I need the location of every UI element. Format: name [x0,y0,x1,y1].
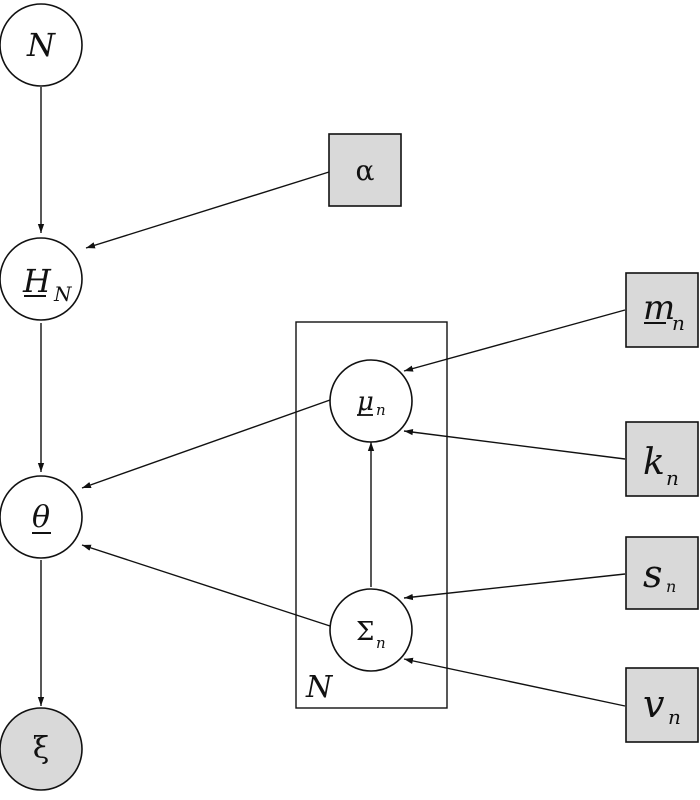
node-h-label: H [22,262,52,300]
plate-label: N [305,670,334,705]
param-alpha-label: α [356,154,375,187]
param-m-subscript: n [672,311,685,335]
param-v-subscript: n [668,705,681,729]
node-xi-label: ξ [33,731,50,766]
param-k-label: k [643,442,665,483]
node-mu-label: μ [357,387,374,417]
param-m-label: m [643,288,675,328]
param-m: m n [625,272,699,348]
edge-alpha-to-h [85,171,330,249]
param-s-subscript: n [666,577,676,596]
node-sigma-label: Σ [356,617,374,647]
node-theta: θ [0,475,83,559]
node-xi: ξ [0,707,83,791]
node-n-label: N [26,26,56,64]
edge-s-to-sigma [403,573,626,601]
node-n: N [0,3,83,87]
node-mu-subscript: n [376,401,386,419]
param-k: k n [625,421,699,497]
param-v: v n [625,667,699,743]
node-h-subscript: N [53,282,73,306]
param-v-label: v [643,682,665,726]
edge-m-to-mu [403,309,626,372]
edge-mu-to-theta [81,399,331,489]
param-alpha: α [328,133,402,207]
param-s: s n [625,536,699,610]
edge-k-to-mu [403,429,626,460]
edge-v-to-sigma [403,657,626,707]
edge-sigma-to-theta [81,544,331,627]
node-sigma-subscript: n [376,634,386,652]
node-sigma: Σ n [329,588,413,672]
plate-n [295,321,448,709]
node-theta-label: θ [32,500,50,535]
node-h: H N [0,237,83,321]
node-mu: μ n [329,359,413,443]
param-k-subscript: n [666,466,679,490]
param-s-label: s [643,552,663,596]
